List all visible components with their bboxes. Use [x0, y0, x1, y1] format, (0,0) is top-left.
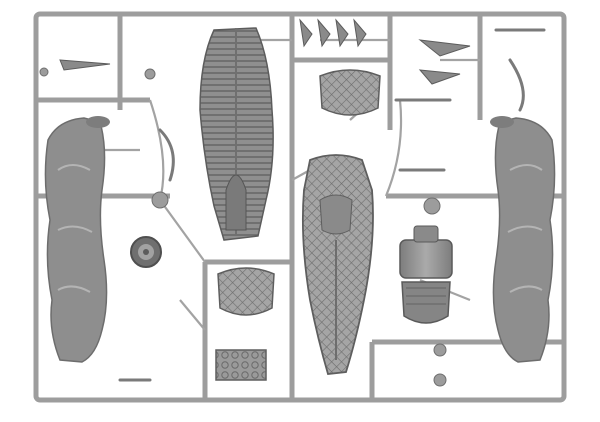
rod-pieces [118, 28, 546, 382]
top-mesh-shield [319, 69, 381, 116]
left-armor-panel [44, 116, 110, 363]
lower-mesh-shield [217, 267, 275, 316]
ribbed-hull-piece [199, 27, 274, 241]
chain-grid-piece [215, 349, 267, 381]
engine-block [399, 225, 453, 324]
right-armor-panel [490, 116, 556, 363]
gear-wheel [130, 236, 162, 268]
sprue-joints [39, 67, 447, 387]
sprue-frame [33, 11, 567, 403]
central-mesh-panel [301, 154, 374, 375]
small-blade-pieces [59, 18, 471, 85]
